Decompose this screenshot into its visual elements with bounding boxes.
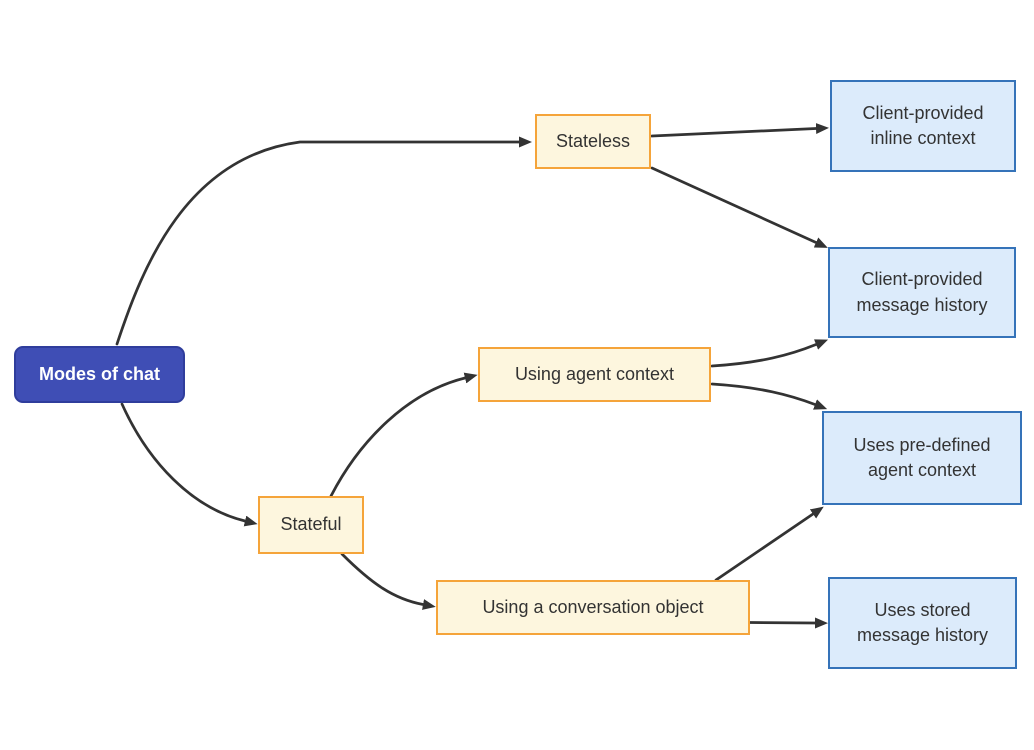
node-modes-of-chat: Modes of chat [14, 346, 185, 403]
node-modes-of-chat-label: Modes of chat [38, 363, 160, 384]
node-stateless-label: Stateless [555, 130, 631, 151]
node-uses-stored-message-history: Uses stored message history [828, 577, 1017, 669]
edge-using-agent-context-to-client-provided-message-history [710, 339, 829, 368]
node-uses-pre-defined-agent-context-line2: agent context [867, 460, 977, 480]
node-using-agent-context-label: Using agent context [514, 363, 675, 384]
node-client-provided-message-history: Client-provided message history [828, 247, 1016, 338]
node-uses-pre-defined-agent-context-line1: Uses pre-defined [853, 434, 991, 455]
edge-using-agent-context-to-uses-pre-defined-agent-context [710, 382, 828, 410]
node-client-provided-inline-context-line1: Client-provided [862, 102, 984, 123]
edge-stateless-to-client-provided-message-history [650, 166, 828, 248]
node-stateless: Stateless [535, 114, 651, 169]
node-using-a-conversation-object-label: Using a conversation object [482, 596, 704, 617]
node-using-a-conversation-object: Using a conversation object [436, 580, 750, 635]
edge-stateful-to-using-a-conversation-object [340, 552, 436, 610]
node-client-provided-message-history-line2: message history [856, 294, 988, 315]
node-client-provided-inline-context-line2: inline context [870, 128, 976, 148]
edge-modes-of-chat-to-stateless [115, 136, 532, 346]
edge-stateful-to-using-agent-context [329, 372, 478, 498]
node-uses-pre-defined-agent-context: Uses pre-defined agent context [822, 411, 1022, 505]
edge-using-a-conversation-object-to-uses-pre-defined-agent-context [714, 506, 824, 582]
node-uses-stored-message-history-line2: message history [856, 625, 989, 645]
edge-stateless-to-client-provided-inline-context [650, 123, 829, 138]
edge-using-a-conversation-object-to-uses-stored-message-history [748, 617, 828, 629]
node-client-provided-inline-context: Client-provided inline context [830, 80, 1016, 172]
node-client-provided-message-history-line1: Client-provided [861, 269, 983, 290]
node-using-agent-context: Using agent context [478, 347, 711, 402]
node-stateful-label: Stateful [280, 514, 342, 535]
node-uses-stored-message-history-line1: Uses stored [874, 599, 971, 620]
edge-modes-of-chat-to-stateful [120, 402, 258, 527]
node-stateful: Stateful [258, 496, 364, 554]
